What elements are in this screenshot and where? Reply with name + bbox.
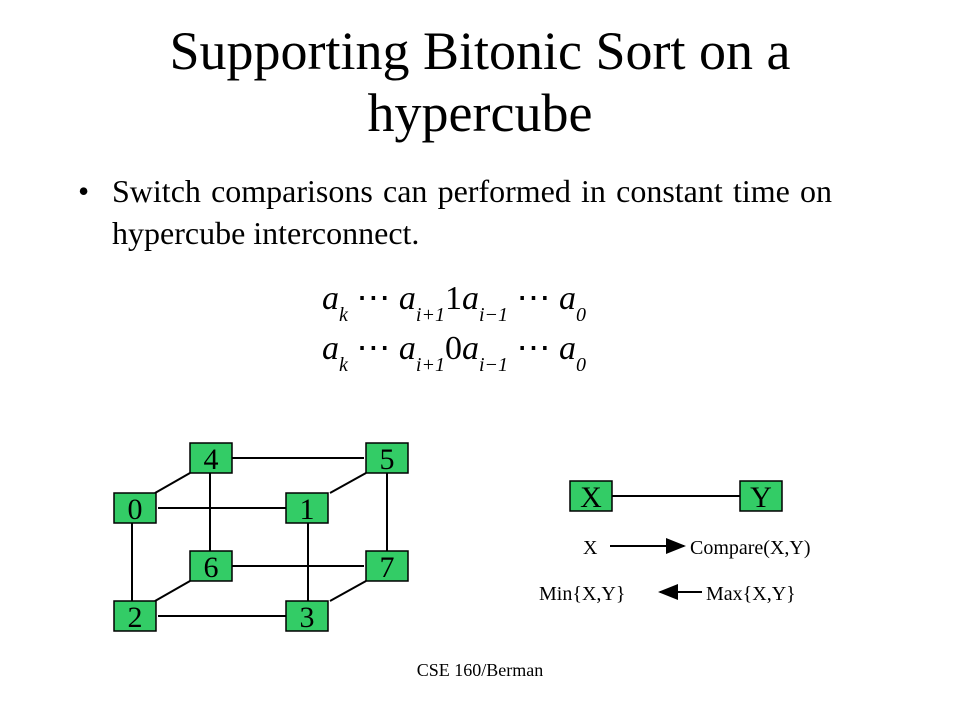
node-4: 4: [189, 442, 233, 476]
bullet-text: Switch comparisons can performed in cons…: [112, 173, 832, 251]
edge-1-5: [329, 472, 367, 494]
step2-max-label: Max{X,Y}: [706, 583, 796, 605]
hypercube-nodes: 4 5 0 1 6 7 2 3: [113, 442, 409, 634]
svg-text:2: 2: [128, 601, 143, 634]
step1-to-label: Compare(X,Y): [690, 537, 811, 559]
hypercube-edges: [131, 457, 388, 617]
svg-text:X: X: [580, 481, 602, 514]
node-7: 7: [365, 550, 409, 584]
edge-0-4: [154, 472, 191, 494]
slide-title: Supporting Bitonic Sort on a hypercube: [169, 21, 791, 143]
node-x: X: [569, 480, 613, 514]
node-3: 3: [285, 600, 329, 634]
edge-2-6: [154, 580, 191, 602]
formula-line-1: ak ⋯ ai+11ai−1 ⋯ a0: [322, 280, 587, 326]
svg-text:0: 0: [128, 493, 143, 526]
node-1: 1: [285, 492, 329, 526]
bullet-dot: •: [78, 173, 90, 209]
svg-text:Y: Y: [750, 481, 772, 514]
compare-diagram: X Y X Compare(X,Y) Min{X,Y} Max{X,Y}: [539, 480, 811, 605]
node-5: 5: [365, 442, 409, 476]
node-6: 6: [189, 550, 233, 584]
node-0: 0: [113, 492, 157, 526]
node-2: 2: [113, 600, 157, 634]
edge-3-7: [329, 580, 367, 602]
formula-line-2: ak ⋯ ai+10ai−1 ⋯ a0: [322, 330, 587, 376]
slide-footer: CSE 160/Berman: [416, 660, 544, 680]
svg-text:5: 5: [380, 443, 395, 476]
svg-text:7: 7: [380, 551, 395, 584]
node-y: Y: [739, 480, 783, 514]
svg-text:3: 3: [300, 601, 315, 634]
step2-min-label: Min{X,Y}: [539, 583, 625, 605]
svg-text:1: 1: [300, 493, 315, 526]
step1-from-label: X: [583, 537, 598, 559]
svg-text:4: 4: [204, 443, 219, 476]
svg-text:6: 6: [204, 551, 219, 584]
